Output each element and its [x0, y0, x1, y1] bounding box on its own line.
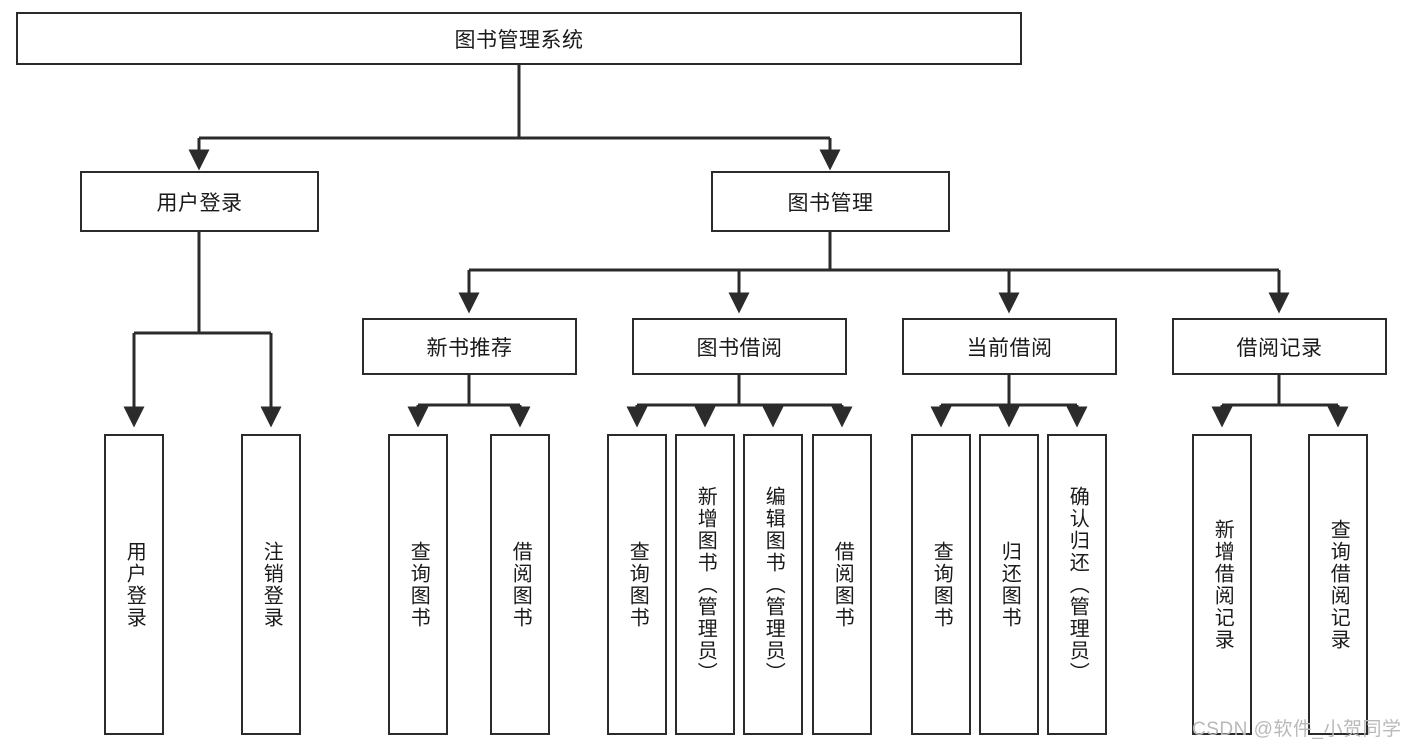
leaf-add-book[interactable]: 新增图书（管理员） — [675, 434, 735, 735]
leaf-logout-login-label: 注销登录 — [260, 540, 283, 629]
leaf-confirm-return[interactable]: 确认归还（管理员） — [1047, 434, 1107, 735]
leaf-query-record[interactable]: 查询借阅记录 — [1308, 434, 1368, 735]
leaf-borrow-book-2-label: 借阅图书 — [831, 540, 854, 629]
leaf-borrow-book-2[interactable]: 借阅图书 — [812, 434, 872, 735]
leaf-return-book[interactable]: 归还图书 — [979, 434, 1039, 735]
leaf-edit-book-label: 编辑图书（管理员） — [762, 485, 785, 684]
node-user-login[interactable]: 用户登录 — [80, 171, 319, 232]
node-new-book-recommend[interactable]: 新书推荐 — [362, 318, 577, 375]
leaf-borrow-book-1-label: 借阅图书 — [509, 540, 532, 629]
node-user-login-label: 用户登录 — [156, 191, 243, 215]
node-borrow-record-label: 借阅记录 — [1236, 336, 1323, 360]
leaf-logout-login[interactable]: 注销登录 — [241, 434, 301, 735]
node-root[interactable]: 图书管理系统 — [16, 12, 1022, 65]
leaf-query-book-3[interactable]: 查询图书 — [911, 434, 971, 735]
node-book-management[interactable]: 图书管理 — [711, 171, 950, 232]
leaf-add-record-label: 新增借阅记录 — [1211, 518, 1234, 651]
leaf-query-book-1-label: 查询图书 — [407, 540, 430, 629]
node-new-book-recommend-label: 新书推荐 — [426, 336, 513, 360]
node-book-borrow[interactable]: 图书借阅 — [632, 318, 847, 375]
leaf-query-book-2-label: 查询图书 — [626, 540, 649, 629]
leaf-add-book-label: 新增图书（管理员） — [694, 485, 717, 684]
leaf-borrow-book-1[interactable]: 借阅图书 — [490, 434, 550, 735]
node-book-borrow-label: 图书借阅 — [696, 336, 783, 360]
csdn-watermark-text: CSDN @软件_小贺同学 — [1192, 719, 1402, 740]
node-current-borrow-label: 当前借阅 — [966, 336, 1053, 360]
node-root-label: 图书管理系统 — [454, 28, 584, 52]
leaf-query-book-1[interactable]: 查询图书 — [388, 434, 448, 735]
leaf-confirm-return-label: 确认归还（管理员） — [1066, 485, 1089, 684]
leaf-query-book-2[interactable]: 查询图书 — [607, 434, 667, 735]
csdn-watermark: CSDN @软件_小贺同学 — [1192, 714, 1401, 741]
node-book-management-label: 图书管理 — [787, 191, 874, 215]
leaf-edit-book[interactable]: 编辑图书（管理员） — [743, 434, 803, 735]
leaf-user-login[interactable]: 用户登录 — [104, 434, 164, 735]
leaf-return-book-label: 归还图书 — [998, 540, 1021, 629]
leaf-query-record-label: 查询借阅记录 — [1327, 518, 1350, 651]
leaf-user-login-label: 用户登录 — [123, 540, 146, 629]
node-borrow-record[interactable]: 借阅记录 — [1172, 318, 1387, 375]
leaf-query-book-3-label: 查询图书 — [930, 540, 953, 629]
node-current-borrow[interactable]: 当前借阅 — [902, 318, 1117, 375]
leaf-add-record[interactable]: 新增借阅记录 — [1192, 434, 1252, 735]
